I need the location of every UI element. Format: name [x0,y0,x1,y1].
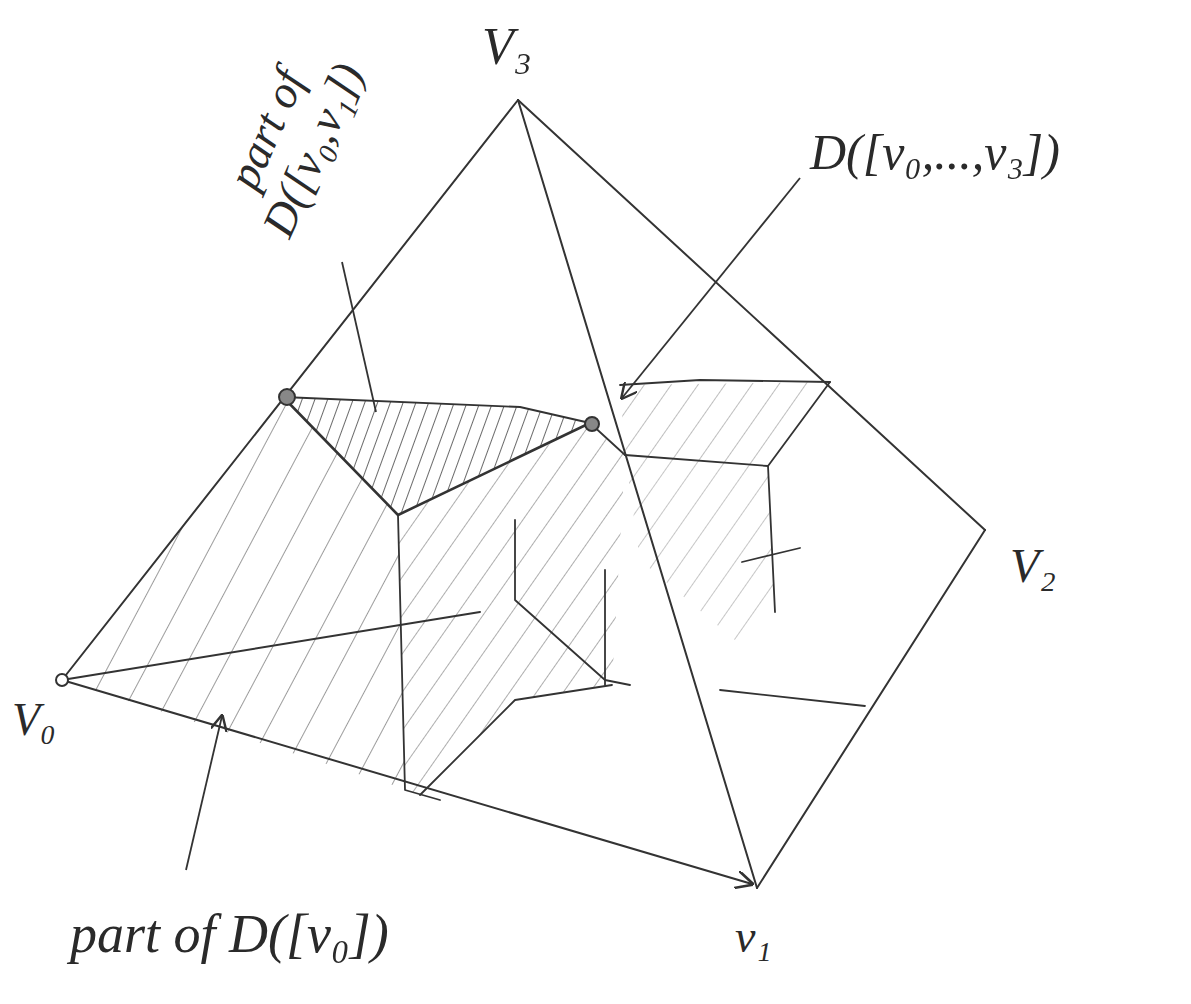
tetrahedron-edges [62,100,985,888]
vertex-label: v₁ [735,912,771,963]
leader-lines [186,178,800,870]
vertex-label: V₃ [482,18,532,75]
callout-label: part of D([v₀]) [70,905,389,964]
vertex-dot [585,417,599,431]
leader-line [186,716,222,870]
edge-line [518,100,757,888]
dual-cell-v0v1 [283,397,590,515]
dual-cell-top [620,382,830,466]
leader-line [342,262,376,412]
edge-line [62,680,752,884]
callout-label: D([v₀,...,v₃]) [810,125,1060,180]
vertex-label: V₂ [1010,540,1056,593]
dual-cell-lines [283,380,865,800]
dual-cell-right [625,455,775,640]
leader-line [622,178,800,398]
callout-label: part of D([v₀,v₁]) [193,5,387,275]
vertex-dot [279,389,295,405]
hatched-regions [62,382,830,800]
edge-line [757,530,985,888]
vertex-dots [56,389,599,686]
vertex-dot [56,674,68,686]
vertex-label: V₀ [12,695,56,746]
hidden-edge [62,612,480,680]
